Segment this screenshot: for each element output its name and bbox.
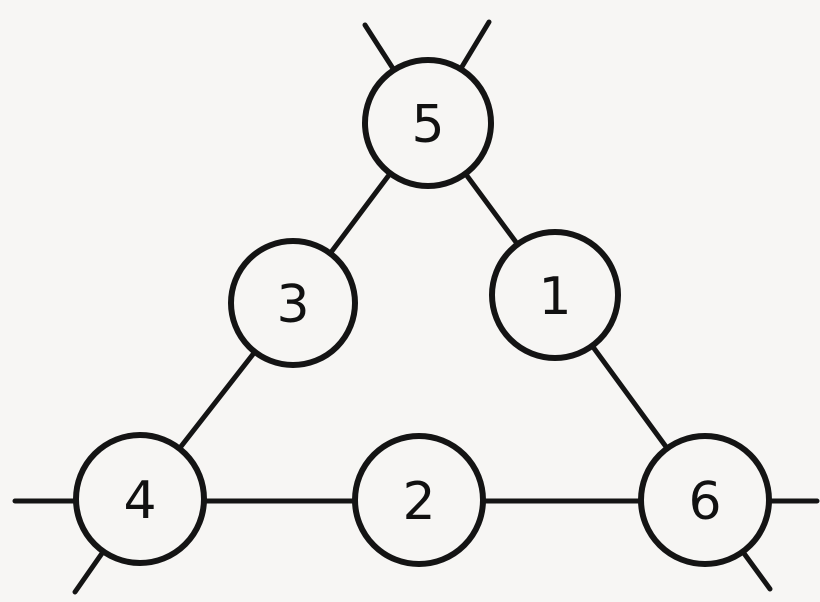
node-label-bottom-left: 4 <box>123 471 156 531</box>
node-middle-right: 1 <box>489 229 621 361</box>
node-label-bottom-middle: 2 <box>402 472 435 532</box>
node-bottom-left: 4 <box>73 432 207 566</box>
node-circle-middle-right <box>489 229 621 361</box>
node-middle-left: 3 <box>228 238 358 368</box>
node-label-middle-left: 3 <box>276 275 309 335</box>
node-bottom-middle: 2 <box>352 433 486 567</box>
node-circle-top <box>362 57 494 189</box>
node-circle-middle-left <box>228 238 358 368</box>
node-circle-bottom-right <box>638 433 772 567</box>
node-label-top: 5 <box>411 95 444 155</box>
node-label-middle-right: 1 <box>538 267 571 327</box>
node-circle-bottom-left <box>73 432 207 566</box>
node-label-bottom-right: 6 <box>688 472 721 532</box>
node-top: 5 <box>362 57 494 189</box>
node-bottom-right: 6 <box>638 433 772 567</box>
node-circle-bottom-middle <box>352 433 486 567</box>
